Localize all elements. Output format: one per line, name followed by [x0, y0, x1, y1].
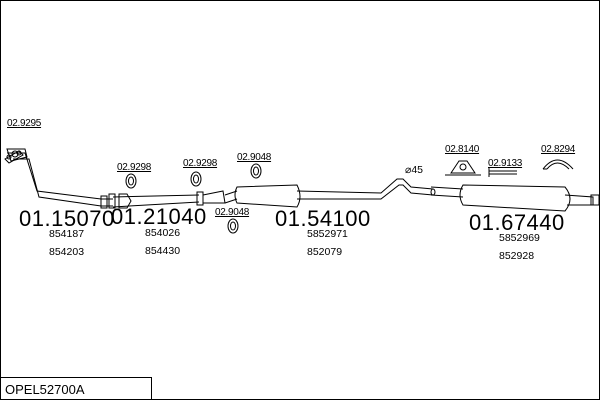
pipe-diameter-label: ⌀45	[405, 164, 424, 176]
part-ref-intermediate-pipe-1: 854026	[145, 227, 181, 239]
fitting-label-5: 02.9048	[215, 207, 250, 218]
part-number-intermediate-pipe: 01.21040	[111, 204, 207, 229]
fitting-ring-4	[227, 218, 239, 234]
part-number-front-pipe: 01.15070	[19, 206, 115, 231]
intermediate-pipe	[108, 190, 226, 209]
rear-silencer	[430, 184, 599, 212]
part-ref-centre-silencer-2: 852079	[307, 246, 343, 258]
fitting-label-3: 02.9298	[183, 158, 218, 169]
diagram-title-box: OPEL52700A	[1, 377, 152, 399]
fitting-label-2: 02.9298	[117, 162, 152, 173]
part-ref-front-pipe-1: 854187	[49, 228, 85, 240]
diagram-title: OPEL52700A	[5, 382, 85, 397]
part-ref-front-pipe-2: 854203	[49, 246, 85, 258]
fitting-label-6: 02.8140	[445, 144, 480, 155]
centre-silencer	[224, 178, 436, 208]
fitting-label-7: 02.9133	[488, 158, 523, 169]
fitting-strap	[488, 168, 517, 177]
part-ref-intermediate-pipe-2: 854430	[145, 245, 181, 257]
fitting-clamp-1	[4, 150, 24, 164]
fitting-ring-2	[190, 171, 202, 187]
part-ref-rear-silencer-2: 852928	[499, 250, 535, 262]
fitting-label-4: 02.9048	[237, 152, 272, 163]
part-number-centre-silencer: 01.54100	[275, 206, 371, 231]
part-ref-rear-silencer-1: 5852969	[499, 232, 540, 244]
part-number-rear-silencer: 01.67440	[469, 210, 565, 235]
fitting-label-1: 02.9295	[7, 118, 42, 129]
fitting-hanger	[542, 159, 574, 170]
front-pipe	[6, 148, 113, 209]
fitting-ring-1	[125, 173, 137, 189]
fitting-bracket	[445, 160, 481, 176]
fitting-label-8: 02.8294	[541, 144, 576, 155]
fitting-ring-3	[250, 163, 262, 179]
part-ref-centre-silencer-1: 5852971	[307, 228, 348, 240]
